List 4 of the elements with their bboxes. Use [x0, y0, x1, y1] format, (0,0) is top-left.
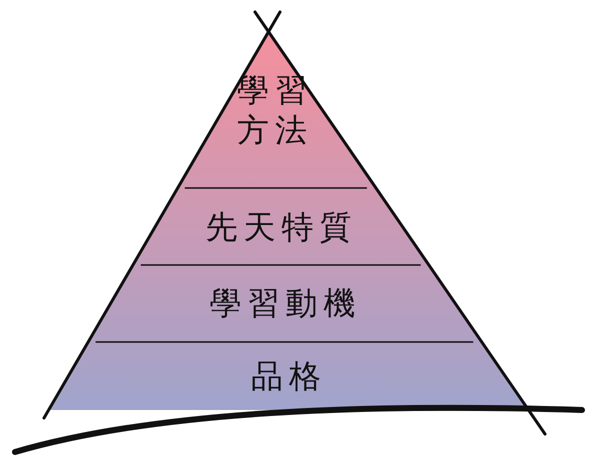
layer-label: 學習動機 [209, 283, 362, 323]
layer-label: 品格 [251, 356, 328, 396]
layer-label: 學習方法 [236, 70, 314, 150]
layer-label: 先天特質 [205, 207, 358, 247]
